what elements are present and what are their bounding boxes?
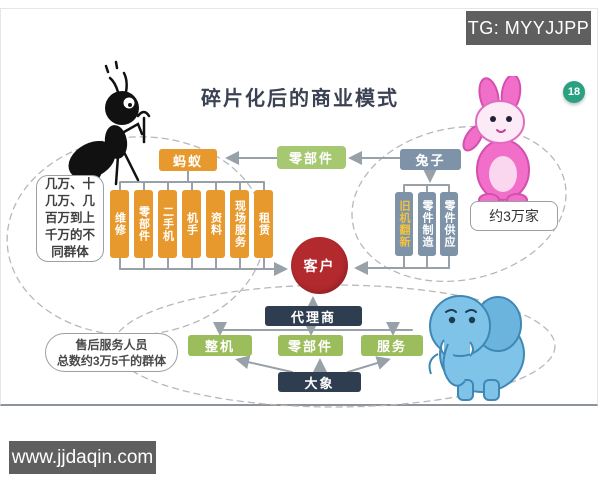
elephant-offering-service: 服务: [361, 335, 423, 356]
elephant-tusk: [440, 339, 445, 355]
elephant-offering-machines: 整机: [188, 335, 252, 356]
rabbit-hub-box: 兔子: [400, 149, 461, 170]
parts-flow-box: 零部件: [277, 146, 346, 169]
ant-offering-used-machines: 二手机: [158, 190, 177, 258]
ant-audience-note: 几万、十几万、几百万到上千万的不同群体: [36, 175, 104, 262]
elephant-trunk: [442, 343, 466, 387]
ant-hub-box: 蚂蚁: [159, 149, 217, 171]
telegram-watermark: TG: MYYJJPP: [466, 11, 591, 45]
elephant-illustration: [428, 295, 525, 401]
rabbit-count-note: 约3万家: [470, 201, 558, 231]
elephant-tail: [428, 353, 439, 375]
customer-circle: 客户: [291, 237, 348, 294]
service-staff-note: 售后服务人员 总数约3万5千的群体: [45, 333, 178, 372]
rabbit-offering-refurbish: 旧机翻新: [395, 192, 413, 256]
elephant-offering-parts: 零部件: [278, 335, 343, 356]
service-staff-note-line2: 总数约3万5千的群体: [56, 353, 167, 368]
dealer-box: 代理商: [265, 306, 362, 326]
page-title: 碎片化后的商业模式: [201, 88, 399, 110]
ant-offering-operators: 机手: [182, 190, 201, 258]
ant-offering-materials: 资料: [206, 190, 225, 258]
rabbit-illustration: [462, 76, 530, 207]
ant-illustration: [68, 60, 151, 186]
website-watermark[interactable]: www.jjdaqin.com: [9, 441, 156, 474]
ant-offering-onsite-service: 现场服务: [230, 190, 249, 258]
elephant-tusk: [469, 341, 474, 357]
ant-offering-parts: 零部件: [134, 190, 153, 258]
page-number-badge: 18: [563, 81, 585, 103]
elephant-hub-box: 大象: [278, 372, 361, 392]
rabbit-offering-parts-supply: 零件供应: [440, 192, 458, 256]
ant-offering-repair: 维修: [110, 190, 129, 258]
ant-eye: [123, 97, 135, 109]
ant-offering-leasing: 租赁: [254, 190, 273, 258]
service-staff-note-line1: 售后服务人员: [75, 337, 148, 352]
rabbit-offering-parts-making: 零件制造: [418, 192, 436, 256]
